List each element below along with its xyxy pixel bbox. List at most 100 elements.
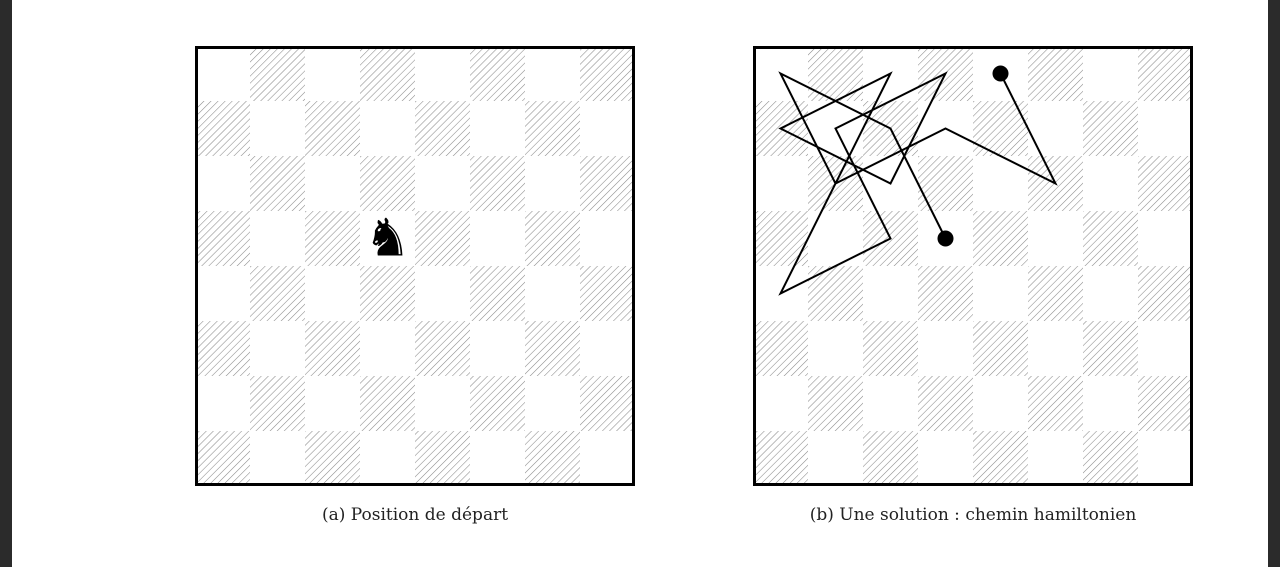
board-square (415, 211, 470, 266)
board-square (250, 101, 305, 156)
board-square (973, 211, 1028, 266)
board-square (305, 431, 360, 486)
board-square (470, 46, 525, 101)
board-square (1083, 211, 1138, 266)
board-square (360, 321, 415, 376)
board-square (360, 431, 415, 486)
figure-starting-position: ♞ (195, 46, 635, 486)
board-square (305, 211, 360, 266)
board-square (973, 321, 1028, 376)
board-square (973, 376, 1028, 431)
board-square (305, 376, 360, 431)
board-square (863, 376, 918, 431)
board-square (580, 431, 635, 486)
board-square (1083, 376, 1138, 431)
board-square (1083, 156, 1138, 211)
knight-tour-path (778, 71, 1058, 296)
board-square (1138, 211, 1193, 266)
caption-b: (b) Une solution : chemin hamiltonien (809, 505, 1137, 525)
black-knight-icon: ♞ (364, 209, 411, 269)
board-square (250, 156, 305, 211)
board-square (753, 156, 808, 211)
board-square (1138, 101, 1193, 156)
board-square (415, 376, 470, 431)
board-square (525, 101, 580, 156)
board-square (305, 101, 360, 156)
board-square (753, 321, 808, 376)
tour-start-marker (937, 230, 954, 247)
board-square (360, 46, 415, 101)
board-square (1138, 156, 1193, 211)
board-square (1138, 266, 1193, 321)
board-square (1083, 321, 1138, 376)
board-square (973, 156, 1028, 211)
board-square (918, 266, 973, 321)
board-square (195, 431, 250, 486)
caption-a: (a) Position de départ (321, 505, 509, 525)
board-square (808, 266, 863, 321)
board-square (360, 266, 415, 321)
board-square (1028, 101, 1083, 156)
board-square (360, 156, 415, 211)
board-square (1083, 431, 1138, 486)
board-square (195, 321, 250, 376)
board-border (195, 46, 635, 486)
board-square (580, 156, 635, 211)
board-square (305, 156, 360, 211)
board-square (360, 101, 415, 156)
tour-end-marker (992, 65, 1009, 82)
figure-hamiltonian-solution (753, 46, 1193, 486)
board-square (360, 376, 415, 431)
board-square (250, 431, 305, 486)
board-square (1028, 211, 1083, 266)
board-square (753, 376, 808, 431)
board-square (863, 266, 918, 321)
board-square (470, 431, 525, 486)
board-square (1138, 431, 1193, 486)
board-square (808, 431, 863, 486)
board-square (415, 266, 470, 321)
board-square (808, 321, 863, 376)
board-square (808, 46, 863, 101)
board-square (360, 211, 415, 266)
board-square (808, 376, 863, 431)
board-square (1028, 431, 1083, 486)
board-square (918, 321, 973, 376)
board-border (753, 46, 1193, 486)
board-square (918, 431, 973, 486)
document-page: ♞ (a) Position de départ (b) Une solutio… (12, 0, 1268, 567)
board-square (1028, 376, 1083, 431)
board-square (195, 101, 250, 156)
board-square (250, 46, 305, 101)
board-square (415, 46, 470, 101)
board-square (305, 266, 360, 321)
board-square (250, 266, 305, 321)
board-square (580, 211, 635, 266)
board-square (305, 321, 360, 376)
board-square (1028, 266, 1083, 321)
board-square (863, 431, 918, 486)
board-square (1083, 266, 1138, 321)
board-square (470, 266, 525, 321)
board-square (195, 46, 250, 101)
board-square (525, 431, 580, 486)
board-square (863, 321, 918, 376)
chessboard-a: ♞ (195, 46, 635, 486)
board-square (753, 211, 808, 266)
board-square (250, 376, 305, 431)
board-square (973, 266, 1028, 321)
board-square (973, 431, 1028, 486)
board-square (1083, 101, 1138, 156)
board-square (415, 321, 470, 376)
board-square (415, 431, 470, 486)
board-square (1028, 321, 1083, 376)
board-square (1138, 321, 1193, 376)
board-square (525, 211, 580, 266)
board-square (470, 321, 525, 376)
board-square (808, 211, 863, 266)
board-square (1028, 46, 1083, 101)
board-square (1138, 376, 1193, 431)
board-square (525, 321, 580, 376)
board-square (918, 376, 973, 431)
board-square (525, 376, 580, 431)
